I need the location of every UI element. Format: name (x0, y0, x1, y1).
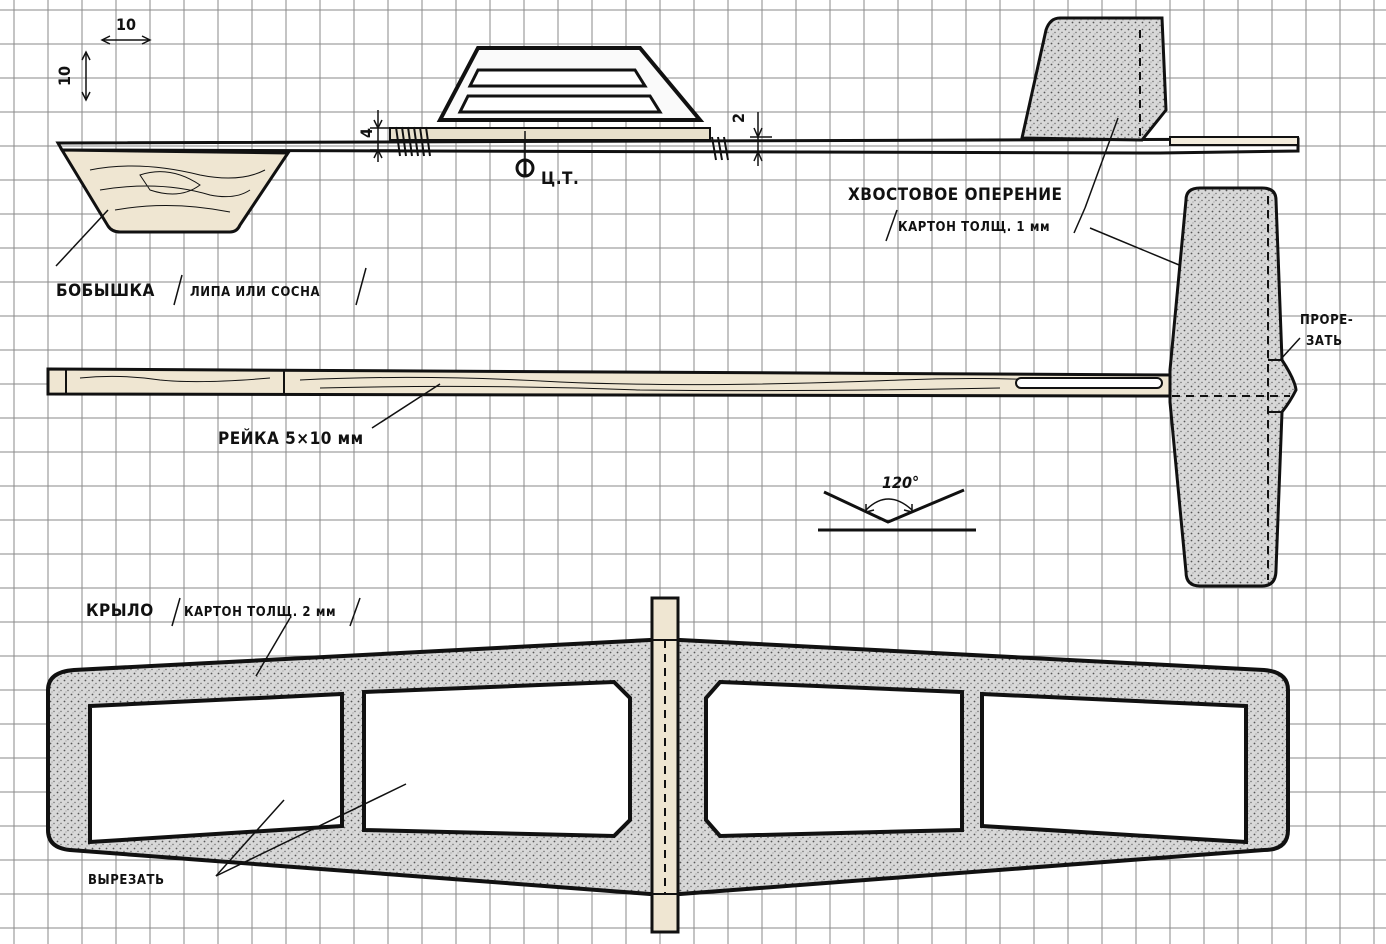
wing-label: КРЫЛО (86, 601, 154, 621)
tail-gap-label: 2 (729, 113, 748, 123)
nose-block-leaders (55, 209, 367, 306)
tail-label: ХВОСТОВОЕ ОПЕРЕНИЕ (848, 185, 1063, 205)
angle-label: 120° (882, 473, 919, 492)
wing-view (46, 596, 1290, 934)
cut-out-label: ВЫРЕЗАТЬ (88, 873, 165, 888)
tail-material-label: КАРТОН ТОЛЩ. 1 мм (898, 220, 1050, 235)
rubber-band-front (395, 126, 431, 157)
cut-label-line1: ПРОРЕ- (1300, 313, 1353, 328)
spar-grain (79, 375, 1101, 392)
wing-cutout-1 (88, 691, 344, 845)
wing-material-label: КАРТОН ТОЛЩ. 2 мм (184, 605, 336, 620)
cg-label: Ц.Т. (541, 169, 579, 189)
spar-slot (1015, 377, 1163, 389)
stabilizer-side (1169, 136, 1299, 146)
top-view (46, 186, 1298, 588)
grid-scale-vertical: 10 (55, 66, 74, 86)
pylon-slot-bottom (457, 94, 663, 114)
nose-block (59, 148, 291, 234)
spar-label: РЕЙКА 5×10 мм (218, 427, 364, 449)
grid-scale (81, 35, 152, 102)
wing-cutout-2 (362, 679, 632, 839)
nose-gap-dimension (370, 110, 400, 162)
tail-gap-dimension (750, 112, 772, 166)
nose-block-label: БОБЫШКА (56, 281, 155, 301)
nose-block-material-label: ЛИПА ИЛИ СОСНА (190, 285, 320, 300)
wing-mount-stick (650, 596, 680, 934)
cut-label-line2: ЗАТЬ (1306, 334, 1343, 349)
pylon-slot-top (467, 68, 648, 88)
wing-leaders (171, 597, 407, 877)
wing-rest (389, 127, 711, 141)
nose-block-grain (89, 165, 266, 213)
stabilizer-top (1168, 186, 1298, 588)
tail-leaders (885, 117, 1197, 273)
grid-scale-horizontal: 10 (116, 15, 136, 34)
nose-gap-label: 4 (357, 128, 376, 138)
side-view: Ц.Т. 4 2 (55, 16, 1300, 234)
vertical-fin (1020, 16, 1168, 142)
wing-cutout-4 (980, 691, 1248, 845)
rubber-band-rear (711, 136, 729, 161)
wing-cutout-3 (704, 679, 964, 839)
dihedral-angle-diagram (818, 488, 976, 532)
spar-top (46, 367, 1178, 398)
